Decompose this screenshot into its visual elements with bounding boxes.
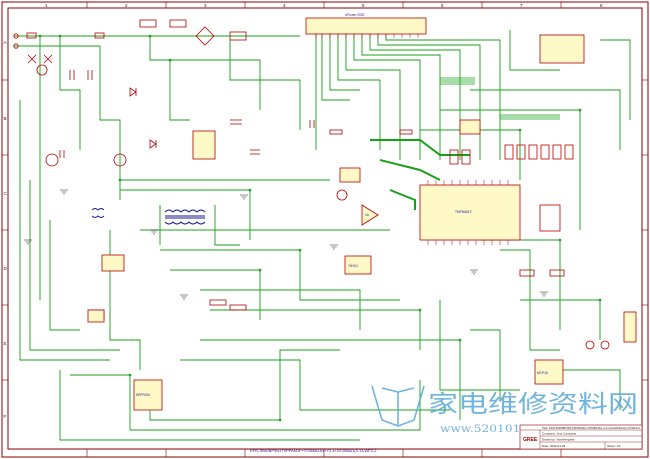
bus-top-right <box>440 77 560 120</box>
ic-bottom-center <box>534 359 564 385</box>
ic-connector-left <box>87 309 105 323</box>
integrated-circuits <box>87 17 637 411</box>
ground-symbols <box>24 189 548 300</box>
component-symbols <box>13 19 610 350</box>
ic-main-mcu <box>419 184 521 241</box>
ic-pwm-controller <box>192 130 216 160</box>
grid-row-label: E <box>4 341 7 346</box>
watermark-url: www.520101.com <box>440 424 551 435</box>
ic-pins <box>315 34 509 245</box>
grid-col-label: 8 <box>600 3 603 8</box>
grid-labels: 1 2 3 4 5 6 7 8 A B C D E F <box>4 3 604 419</box>
title-block-sheet: Sheet: 1/1 <box>607 444 621 448</box>
grid-row-label: A <box>4 40 7 45</box>
op-amp-label: 1A <box>365 213 370 217</box>
ic-small-1 <box>339 167 361 183</box>
watermark-brand: 家电维修资料网 <box>428 390 638 418</box>
grid-row-label: C <box>4 191 8 196</box>
ic-left-reg <box>101 254 125 272</box>
component-labels: UPower 0032 TMPM461F 1A MCP16 74HC4 EEPR… <box>136 13 548 397</box>
grid-col-label: 4 <box>283 3 286 8</box>
title-block: Title: KFR-35W/BP3N1T9PPAM1F+STM8A161+Y2… <box>519 424 643 450</box>
grid-col-label: 6 <box>441 3 444 8</box>
watermark: 家电维修资料网 www.520101.com <box>371 385 638 435</box>
gree-logo: GREE <box>523 437 538 443</box>
grid-col-label: 3 <box>204 3 207 8</box>
grid-col-label: 5 <box>362 3 365 8</box>
ic-upper-header <box>305 17 427 35</box>
op-amp <box>361 204 379 226</box>
transformer <box>91 208 206 225</box>
title-block-company: Company: Your Company <box>542 432 577 436</box>
grid-row-label: F <box>4 414 7 419</box>
grid-row-label: D <box>4 266 8 271</box>
book-icon <box>371 385 425 427</box>
ic-connector-right <box>623 311 637 343</box>
title-block-drawn-by: Drawn by: Yanzhengzhe <box>542 438 575 442</box>
ic-bottom-left <box>133 379 163 411</box>
ic-mid-center <box>344 255 372 275</box>
grid-col-label: 1 <box>45 3 48 8</box>
junction-dots <box>38 34 602 422</box>
ic-mid-label: 74HC4 <box>348 264 358 268</box>
grid-col-label: 7 <box>520 3 523 8</box>
ic-small-2 <box>459 119 481 135</box>
title-block-date: Date: 2022-01-04 <box>542 444 566 448</box>
grid-col-label: 2 <box>125 3 128 8</box>
ic-top-right <box>539 34 585 64</box>
wire-bundles <box>370 139 470 210</box>
schematic-bottom-title: KFR-35W/BP3N1T9PPAM1F+STM8A161+Y2.4+DC00… <box>250 448 377 453</box>
title-block-title: Title: KFR-35W/BP3N1T9PPAM1F+STM8A161+Y2… <box>542 426 640 430</box>
upper-header-label: UPower 0032 <box>345 13 365 17</box>
grid-row-label: B <box>4 116 7 121</box>
ic-bottom-label: MCP16 <box>537 371 548 375</box>
ic-left-label: EEPROM <box>136 393 150 397</box>
main-mcu-label: TMPM461F <box>455 210 472 214</box>
